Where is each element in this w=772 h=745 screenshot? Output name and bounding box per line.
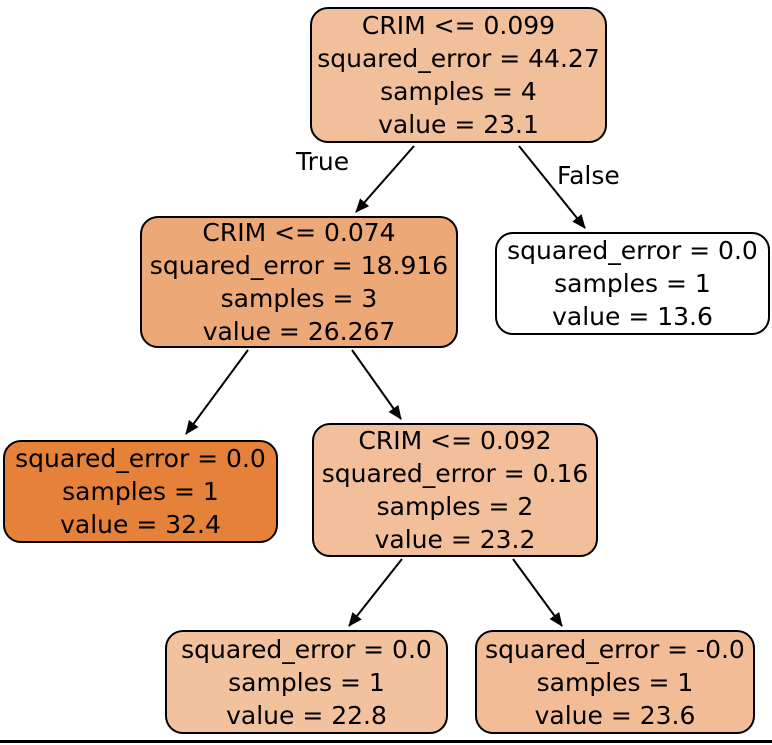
node-squared-error: squared_error = 0.0 xyxy=(507,236,758,265)
node-value: value = 23.1 xyxy=(378,110,539,139)
edge-left-to-leftleft xyxy=(185,349,249,435)
tree-node-internal-left-right: CRIM <= 0.092 squared_error = 0.16 sampl… xyxy=(312,423,598,557)
node-samples: samples = 4 xyxy=(380,77,537,106)
node-samples: samples = 1 xyxy=(228,667,385,697)
tree-node-leaf-13-6: squared_error = 0.0 samples = 1 value = … xyxy=(495,232,770,335)
node-value: value = 22.8 xyxy=(226,700,387,730)
tree-node-leaf-22-8: squared_error = 0.0 samples = 1 value = … xyxy=(165,630,448,734)
node-samples: samples = 3 xyxy=(220,284,378,313)
node-samples: samples = 1 xyxy=(536,667,694,697)
tree-node-internal-left: CRIM <= 0.074 squared_error = 18.916 sam… xyxy=(140,216,458,348)
edge-label-true: True xyxy=(296,147,350,176)
node-split-condition: CRIM <= 0.092 xyxy=(358,426,552,455)
tree-node-root: CRIM <= 0.099 squared_error = 44.27 samp… xyxy=(310,7,607,143)
figure-bottom-border xyxy=(0,740,772,743)
node-split-condition: CRIM <= 0.099 xyxy=(361,11,556,40)
tree-node-leaf-32-4: squared_error = 0.0 samples = 1 value = … xyxy=(3,440,278,543)
edge-left-to-leftright xyxy=(351,349,402,420)
node-split-condition: CRIM <= 0.074 xyxy=(202,218,396,247)
node-squared-error: squared_error = -0.0 xyxy=(485,634,745,664)
node-value: value = 23.6 xyxy=(534,700,696,730)
node-value: value = 32.4 xyxy=(60,510,221,539)
edge-root-to-left xyxy=(355,145,415,213)
edge-label-false: False xyxy=(557,161,620,190)
node-squared-error: squared_error = 0.0 xyxy=(181,634,432,664)
node-value: value = 23.2 xyxy=(374,525,536,554)
edge-leftright-to-leaf236 xyxy=(512,558,563,627)
node-squared-error: squared_error = 0.0 xyxy=(15,444,266,473)
node-value: value = 26.267 xyxy=(202,317,396,346)
node-samples: samples = 1 xyxy=(62,477,219,506)
node-squared-error: squared_error = 44.27 xyxy=(317,44,600,73)
node-value: value = 13.6 xyxy=(552,302,713,331)
tree-node-leaf-23-6: squared_error = -0.0 samples = 1 value =… xyxy=(475,630,755,734)
node-squared-error: squared_error = 0.16 xyxy=(321,459,589,488)
edge-leftright-to-leaf228 xyxy=(348,558,403,627)
node-samples: samples = 1 xyxy=(554,269,711,298)
node-squared-error: squared_error = 18.916 xyxy=(149,251,449,280)
node-samples: samples = 2 xyxy=(376,492,534,521)
